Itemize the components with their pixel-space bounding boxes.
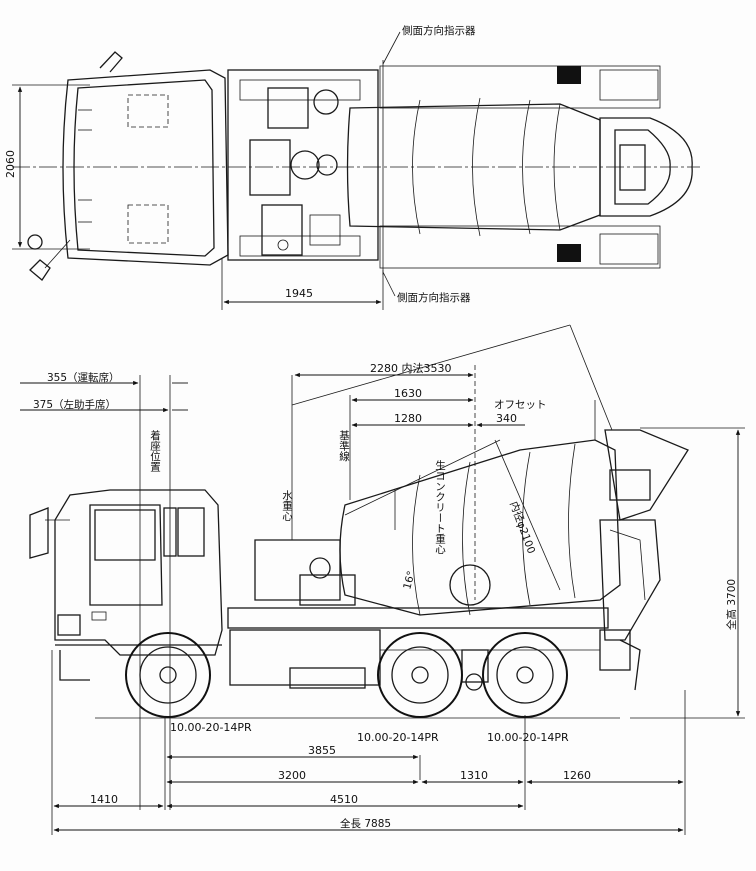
dim-1260: 1260 <box>563 769 591 782</box>
total-length-label: 全長 7885 <box>340 817 391 830</box>
side-view: 355（運転席） 375（左助手席） 着座位置 <box>20 324 745 835</box>
total-height-label: 全高 3700 <box>725 579 738 630</box>
dim-1410: 1410 <box>90 793 118 806</box>
concrete-center-label: 生コンクリート重心 <box>434 459 446 554</box>
offset-dim: 340 <box>496 412 517 425</box>
driver-seat-dim: 355（運転席） <box>47 371 120 384</box>
rear-tire-label-1: 10.00-20-14PR <box>357 731 439 744</box>
dim-4510: 4510 <box>330 793 358 806</box>
dim-1310: 1310 <box>460 769 488 782</box>
reference-line-label: 基準線 <box>338 429 350 461</box>
dim-1280: 1280 <box>394 412 422 425</box>
tilt-angle-label: 16° <box>401 570 417 591</box>
inner-length-dim: 2280 内法3530 <box>370 361 452 375</box>
front-to-indicator-dimension: 1945 <box>285 287 313 300</box>
eye-position-label: 着座位置 <box>149 429 161 472</box>
offset-label: オフセット <box>494 399 547 411</box>
dim-3855: 3855 <box>308 744 336 757</box>
passenger-seat-dim: 375（左助手席） <box>33 398 116 411</box>
width-dimension: 2060 <box>4 150 17 178</box>
water-center-label: 水重心 <box>281 490 293 522</box>
top-view: 側面方向指示器 側面方向指示器 2060 1945 <box>4 24 700 310</box>
dim-3200: 3200 <box>278 769 306 782</box>
front-tire-label: 10.00-20-14PR <box>170 721 252 734</box>
side-indicator-label-top: 側面方向指示器 <box>402 24 476 37</box>
side-indicator-label-bottom: 側面方向指示器 <box>397 291 471 304</box>
rear-tire-label-2: 10.00-20-14PR <box>487 731 569 744</box>
dim-1630: 1630 <box>394 387 422 400</box>
